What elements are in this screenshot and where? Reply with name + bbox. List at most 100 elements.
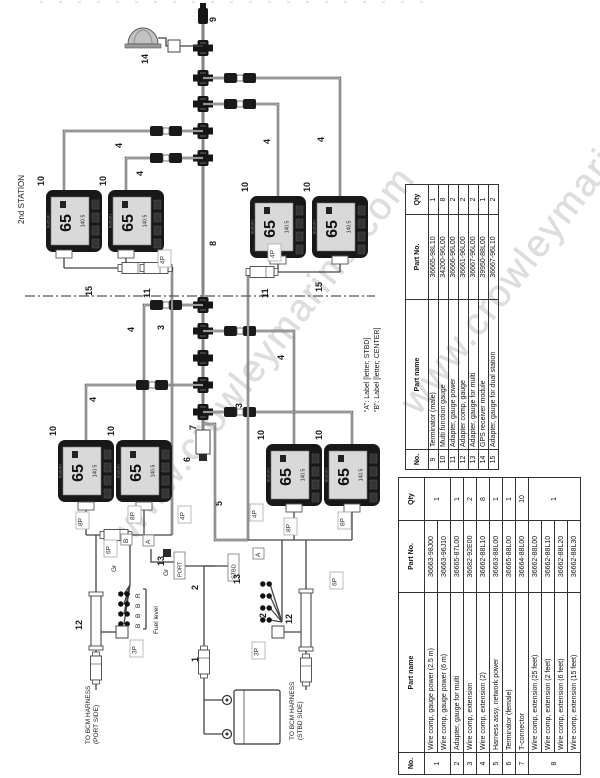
gauge-main-3	[266, 444, 322, 506]
cell-qty: 1	[428, 184, 439, 215]
wire-color-label: Gr	[163, 568, 170, 576]
cell-no: 8	[528, 752, 581, 775]
cell-name: Adapter comp, gauge	[458, 299, 469, 450]
gauge-main-4	[324, 444, 380, 506]
table-header-row: No. Part name Part No. Qty	[398, 477, 425, 775]
cell-name: Wire comp, gauge power (2.5 m)	[424, 592, 438, 753]
col-qty: Qty	[398, 477, 425, 521]
terminator-male	[198, 8, 208, 24]
pin-tag-4p: 4P	[160, 256, 167, 264]
cell-name: Wire comp, extension (6 feet)	[554, 592, 568, 753]
callout-4: 4	[126, 327, 136, 332]
callout-12: 12	[74, 620, 84, 630]
label-letter-a: A	[145, 539, 152, 544]
cell-partno: 36664-88L00	[515, 520, 529, 593]
table-row: Wire comp, extension (2 feet)36662-88L10	[541, 478, 555, 775]
callout-9: 9	[208, 17, 218, 22]
pin-tag-4p: 4P	[270, 250, 277, 258]
cell-partno: 36665-88L00	[502, 520, 516, 593]
terminator-female	[195, 429, 211, 461]
pin-tag-8p: 8P	[340, 518, 347, 526]
cell-name: Wire comp, extension	[463, 592, 477, 753]
callout-4: 4	[88, 397, 98, 402]
cell-name: Adapter, gauge for dual station	[488, 299, 499, 450]
cell-qty: 2	[458, 184, 469, 215]
callout-4: 4	[316, 137, 326, 142]
wire-letter: B	[135, 604, 142, 608]
3p-connector-port	[115, 625, 129, 639]
cell-qty: 2	[463, 477, 477, 521]
callout-8: 8	[208, 241, 218, 246]
cell-partno: 36665-87L00	[450, 520, 464, 593]
harness-port-label-1: TO BCM HARNESS	[85, 685, 92, 744]
adapter-comp-gauge-stbd	[300, 591, 312, 649]
cell-no: 4	[476, 752, 490, 775]
cell-qty: 8	[476, 477, 490, 521]
cell-no: 9	[428, 449, 439, 470]
stbd-tag: STBD	[232, 564, 238, 579]
second-station-label: 2nd STATION	[17, 175, 26, 224]
upper-left-adapter-bus	[55, 249, 173, 274]
harness-stbd-label-1: TO BCM HARNESS	[289, 681, 296, 740]
cell-name: Terminator (female)	[502, 592, 516, 753]
cell-partno: 39950-88L00	[478, 214, 489, 300]
cell-no: 7	[515, 752, 529, 775]
col-partno: Part No.	[405, 214, 429, 300]
cell-partno: 36663-88L00	[489, 520, 503, 593]
cell-partno: 36663-96J10	[437, 520, 451, 593]
cell-partno: 36667-96L10	[488, 214, 499, 300]
cell-name: Wire comp, extension (25 feet)	[528, 592, 542, 753]
cell-qty: 1	[489, 477, 503, 521]
col-partno: Part No.	[398, 520, 425, 593]
callout-4: 4	[114, 143, 124, 148]
col-no: No.	[398, 752, 425, 775]
lower-right-harness	[198, 503, 361, 745]
cell-qty: 1	[502, 477, 516, 521]
table-row: Wire comp, gauge power (6 m)36663-96J10	[437, 478, 451, 775]
gauge-2nd-station-4	[312, 196, 368, 258]
gps-connector	[167, 39, 181, 53]
cell-qty: 2	[448, 184, 459, 215]
callout-5: 5	[214, 501, 224, 506]
harness-stbd-label-2: (STBD SIDE)	[297, 701, 304, 740]
pin-tag-6p: 6P	[106, 546, 113, 554]
callout-4: 4	[135, 171, 145, 176]
cell-partno: 36662-88L10	[476, 520, 490, 593]
callout-10: 10	[256, 430, 266, 440]
callout-4: 4	[262, 139, 272, 144]
callout-11: 11	[142, 288, 152, 298]
callout-10: 10	[240, 182, 250, 192]
cell-partno: 36667-96L00	[468, 214, 479, 300]
callout-2: 2	[258, 613, 268, 618]
fuel-level-label: Fuel level	[153, 606, 160, 634]
fuel-level-bracket	[143, 588, 147, 630]
battery	[233, 689, 281, 745]
gps-receiver-module	[124, 27, 203, 53]
pin-tag-4p: 4P	[252, 510, 259, 518]
stbd-tag-box	[227, 553, 240, 582]
callout-10: 10	[106, 426, 116, 436]
cell-qty: 1	[528, 477, 581, 521]
cell-no: 15	[488, 449, 499, 470]
cell-name: Wire comp, extension (2)	[476, 592, 490, 753]
callout-12: 12	[284, 614, 294, 624]
cell-partno: 36662-88L20	[554, 520, 568, 593]
callout-4: 4	[276, 355, 286, 360]
cell-name: Wire comp, gauge power (6 m)	[437, 592, 451, 753]
callout-10: 10	[48, 426, 58, 436]
port-tag: PORT	[178, 561, 184, 577]
callout-13: 13	[232, 574, 242, 584]
table-row: Wire comp, extension (15 feet)36662-88L3…	[567, 478, 581, 775]
